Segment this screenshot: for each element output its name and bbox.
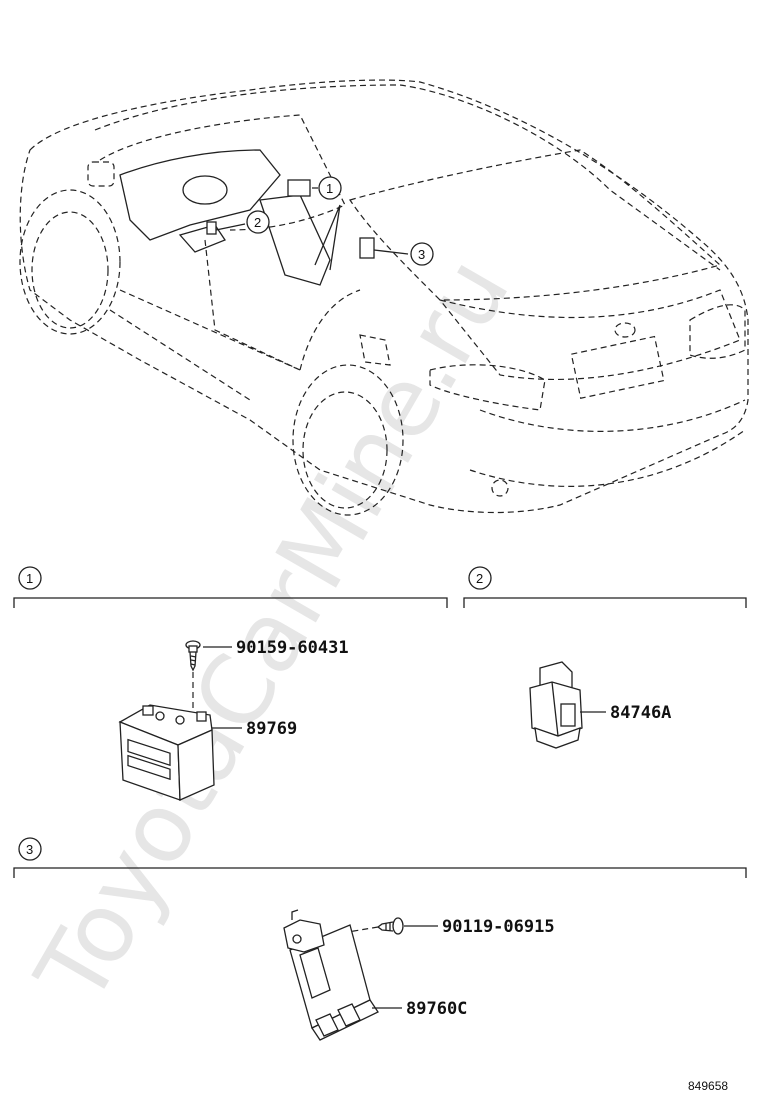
part-number-90119-06915: 90119-06915 — [442, 917, 555, 937]
leader-1 — [312, 187, 341, 271]
section-2-bracket — [463, 597, 747, 608]
section-2: 2 84746A — [463, 566, 747, 749]
door-line — [109, 239, 361, 401]
leader-3 — [373, 249, 409, 255]
front-wheel — [31, 211, 109, 329]
front-wheel-arch — [19, 189, 121, 335]
section-3-bracket — [13, 867, 747, 878]
section-1-bracket — [13, 597, 448, 608]
part-number-89760C: 89760C — [406, 999, 467, 1019]
steering-column — [178, 224, 226, 253]
emblem — [614, 322, 636, 338]
bolt-90159-60431 — [185, 640, 201, 672]
component-3-module — [359, 237, 375, 259]
section-3-circle — [18, 837, 42, 861]
car-roof — [94, 84, 721, 271]
diagram-reference-number: 849658 — [688, 1079, 728, 1093]
car-body-outline — [19, 79, 749, 514]
component-1-ecu — [287, 179, 311, 197]
callout-circle-2 — [246, 210, 270, 234]
callout-label-1: 1 — [326, 181, 333, 196]
section-1-circle — [18, 566, 42, 590]
side-mirror — [87, 161, 115, 187]
vehicle-illustration: 1 2 3 — [19, 79, 749, 516]
section-1: 1 90159-60431 89769 — [13, 566, 448, 801]
rear-window — [349, 149, 722, 301]
part-number-89769: 89769 — [246, 719, 297, 739]
center-console — [259, 194, 331, 286]
section-3-label: 3 — [26, 842, 33, 857]
trunk-lid — [438, 289, 741, 380]
section-2-circle — [468, 566, 492, 590]
tail-light-right — [689, 304, 746, 359]
fog-light — [491, 479, 509, 497]
tail-light-left — [429, 364, 546, 411]
module-89769 — [118, 704, 215, 801]
callout-label-2: 2 — [254, 215, 261, 230]
callout-circle-3 — [410, 242, 434, 266]
dashboard — [119, 149, 281, 241]
part-number-84746A: 84746A — [610, 703, 671, 723]
section-3: 3 90119-06915 89760C — [13, 837, 747, 1041]
fuel-door — [359, 334, 391, 366]
rear-wheel-arch — [292, 364, 404, 516]
section-1-label: 1 — [26, 571, 33, 586]
section-2-label: 2 — [476, 571, 483, 586]
switch-84746a — [529, 661, 583, 749]
component-2-switch — [206, 221, 217, 235]
license-plate — [570, 335, 665, 399]
rear-wheel — [302, 391, 388, 509]
callout-circle-1 — [318, 176, 342, 200]
leader-2 — [215, 223, 246, 231]
module-89760c — [283, 909, 379, 1041]
rear-bumper — [469, 399, 746, 487]
callout-label-3: 3 — [418, 247, 425, 262]
part-number-90159-60431: 90159-60431 — [236, 638, 349, 658]
gauge-cluster — [182, 175, 228, 205]
screw-90119-06915 — [376, 917, 404, 935]
